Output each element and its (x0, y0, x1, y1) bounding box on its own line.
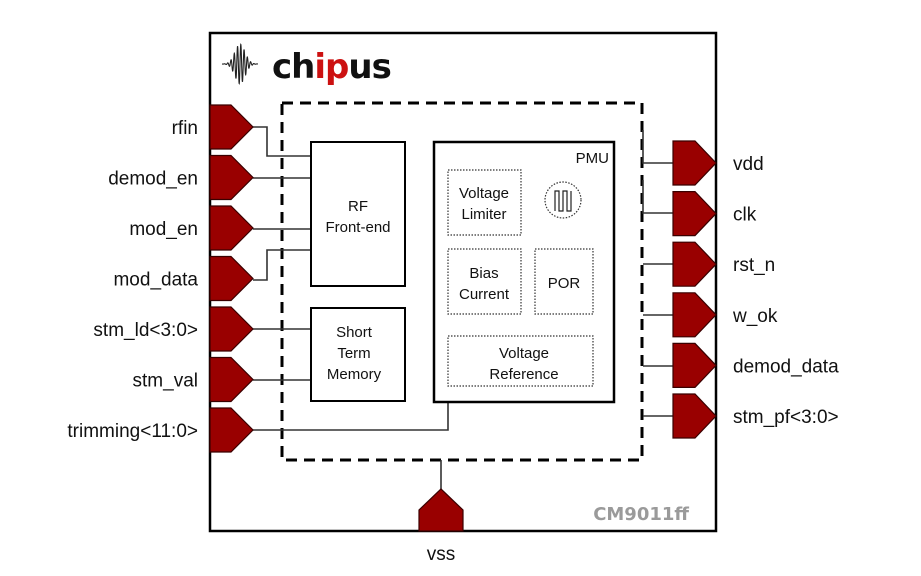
pin-vdd[interactable]: vdd (672, 140, 764, 186)
voltage-limiter-label-2: Limiter (461, 206, 506, 223)
pin-mod-data[interactable]: mod_data (113, 255, 254, 302)
pin-clk[interactable]: clk (672, 191, 757, 237)
pin-rst-n[interactable]: rst_n (672, 241, 775, 287)
square-wave-oscillator-icon (544, 181, 582, 219)
voltage-reference-label-2: Reference (489, 366, 558, 383)
por-block: POR (534, 248, 594, 315)
pin-arrow-icon (209, 306, 254, 352)
pin-label: demod_data (733, 356, 839, 377)
pin-label: stm_ld<3:0> (93, 320, 198, 341)
pin-label: vss (427, 544, 456, 565)
rf-frontend-block: RF Front-end (310, 141, 406, 287)
pin-arrow-icon (672, 342, 717, 388)
pin-label: rst_n (733, 255, 775, 276)
stm-label-1: Short (336, 324, 373, 341)
pin-arrow-icon (672, 241, 717, 287)
logo-text-ch: ch (272, 47, 314, 87)
pin-arrow-icon (672, 191, 717, 237)
pin-w-ok[interactable]: w_ok (672, 292, 778, 338)
pin-label: stm_val (133, 371, 198, 392)
pin-arrow-icon (209, 104, 254, 150)
core-boundary (280, 101, 644, 462)
pin-demod-data[interactable]: demod_data (672, 342, 839, 388)
pin-stm-val[interactable]: stm_val (133, 356, 254, 403)
pin-arrow-icon (209, 356, 254, 403)
pin-arrow-icon (209, 255, 254, 302)
bias-current-block: Bias Current (447, 248, 522, 315)
logo-text-ip: ip (314, 47, 348, 87)
pin-label: rfin (172, 118, 198, 139)
pin-demod-en[interactable]: demod_en (108, 154, 254, 201)
pmu-title: PMU (576, 150, 609, 167)
rf-frontend-label-1: RF (348, 198, 368, 215)
pin-stm-ld-3-0[interactable]: stm_ld<3:0> (93, 306, 254, 352)
wire-rfin (253, 126, 311, 157)
wire-mod-data (253, 249, 311, 281)
pin-label: stm_pf<3:0> (733, 407, 839, 428)
waveform-icon (221, 43, 259, 85)
wires (253, 126, 673, 490)
pin-label: clk (733, 205, 757, 226)
logo: chipus (221, 43, 392, 87)
short-term-memory-block: Short Term Memory (310, 307, 406, 402)
pin-stm-pf-3-0[interactable]: stm_pf<3:0> (672, 393, 839, 439)
wire-trimming (253, 402, 449, 431)
stm-label-2: Term (337, 345, 370, 362)
wire-vdd (642, 130, 673, 164)
pin-label: vdd (733, 154, 764, 175)
bias-current-label-2: Current (459, 286, 510, 303)
pin-label: mod_en (129, 219, 198, 240)
pin-arrow-icon (209, 154, 254, 201)
pin-arrow-icon (672, 140, 717, 186)
pmu-block: PMU Voltage Limiter Bias Current POR Vol… (432, 140, 616, 404)
bias-current-label-1: Bias (469, 265, 498, 282)
logo-text-us: us (348, 47, 390, 87)
left-pins: rfin demod_en mod_en mod_data stm_ld<3:0>stm… (67, 104, 254, 453)
por-label: POR (548, 275, 581, 292)
pin-label: w_ok (732, 306, 778, 327)
part-number: CM9011ff (593, 504, 689, 525)
pin-arrow-icon (672, 393, 717, 439)
voltage-limiter-block: Voltage Limiter (447, 169, 522, 236)
right-pins: vdd clk rst_n w_ok demod_data stm_pf<3:0> (672, 140, 839, 439)
pin-arrow-icon (672, 292, 717, 338)
voltage-reference-label-1: Voltage (499, 345, 549, 362)
logo-text: chipus (272, 47, 391, 87)
pin-vss[interactable]: vss (418, 488, 464, 565)
pin-label: trimming<11:0> (67, 421, 198, 442)
pin-arrow-icon (418, 488, 464, 532)
pin-arrow-icon (209, 205, 254, 251)
pin-arrow-icon (209, 407, 254, 453)
rf-frontend-label-2: Front-end (325, 219, 390, 236)
pin-label: mod_data (113, 270, 198, 291)
bottom-pins: vss (418, 488, 464, 565)
pin-trimming-11-0[interactable]: trimming<11:0> (67, 407, 254, 453)
stm-label-3: Memory (327, 366, 382, 383)
pin-rfin[interactable]: rfin (172, 104, 254, 150)
voltage-limiter-label-1: Voltage (459, 185, 509, 202)
pin-label: demod_en (108, 169, 198, 190)
wire-clk (642, 180, 673, 214)
pin-mod-en[interactable]: mod_en (129, 205, 254, 251)
voltage-reference-block: Voltage Reference (447, 335, 594, 387)
